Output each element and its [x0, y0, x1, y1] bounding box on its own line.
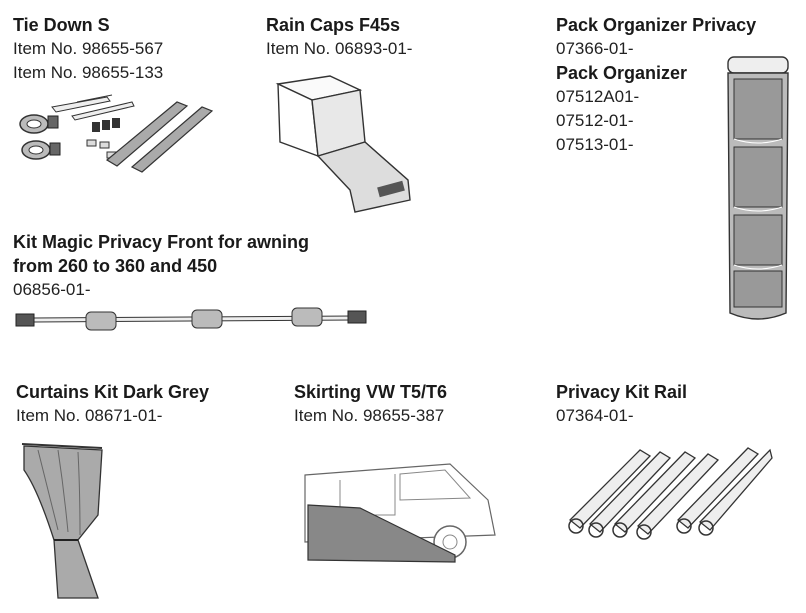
product-title: Curtains Kit Dark Grey	[16, 382, 210, 402]
product-title: Pack Organizer Privacy	[556, 15, 757, 35]
item-number: Item No. 98655-567	[13, 39, 164, 58]
product-rain-caps: Rain Caps F45s Item No. 06893-01-	[266, 13, 412, 61]
product-pack-organizer: Pack Organizer Privacy 07366-01- Pack Or…	[556, 13, 756, 157]
item-number: 07513-01-	[556, 135, 634, 154]
rail-profiles-illustration	[560, 442, 775, 542]
product-title: Skirting VW T5/T6	[294, 382, 448, 402]
product-title: Kit Magic Privacy Front for awning	[13, 232, 310, 252]
item-number: 07512-01-	[556, 111, 634, 130]
item-number: 07364-01-	[556, 406, 634, 425]
item-number: 06856-01-	[13, 280, 91, 299]
rain-cap-illustration	[270, 72, 415, 217]
van-skirting-illustration	[300, 460, 500, 565]
product-privacy-kit-rail: Privacy Kit Rail 07364-01-	[556, 380, 687, 428]
product-tie-down: Tie Down S Item No. 98655-567 Item No. 9…	[13, 13, 163, 85]
item-number: Item No. 06893-01-	[266, 39, 413, 58]
item-number: 07512A01-	[556, 87, 640, 106]
hanging-organizer-illustration	[718, 55, 793, 325]
product-title: from 260 to 360 and 450	[13, 256, 218, 276]
product-title: Rain Caps F45s	[266, 15, 401, 35]
product-skirting: Skirting VW T5/T6 Item No. 98655-387	[294, 380, 447, 428]
product-kit-magic-privacy: Kit Magic Privacy Front for awning from …	[13, 230, 309, 302]
tie-down-straps-illustration	[12, 92, 227, 177]
item-number: Item No. 98655-387	[294, 406, 445, 425]
curtain-illustration	[18, 440, 118, 600]
telescopic-rod-illustration	[14, 304, 374, 336]
item-number: Item No. 08671-01-	[16, 406, 163, 425]
product-subtitle: Pack Organizer	[556, 63, 688, 83]
product-curtains: Curtains Kit Dark Grey Item No. 08671-01…	[16, 380, 209, 428]
item-number: Item No. 98655-133	[13, 63, 164, 82]
item-number: 07366-01-	[556, 39, 634, 58]
product-title: Tie Down S	[13, 15, 110, 35]
product-title: Privacy Kit Rail	[556, 382, 688, 402]
